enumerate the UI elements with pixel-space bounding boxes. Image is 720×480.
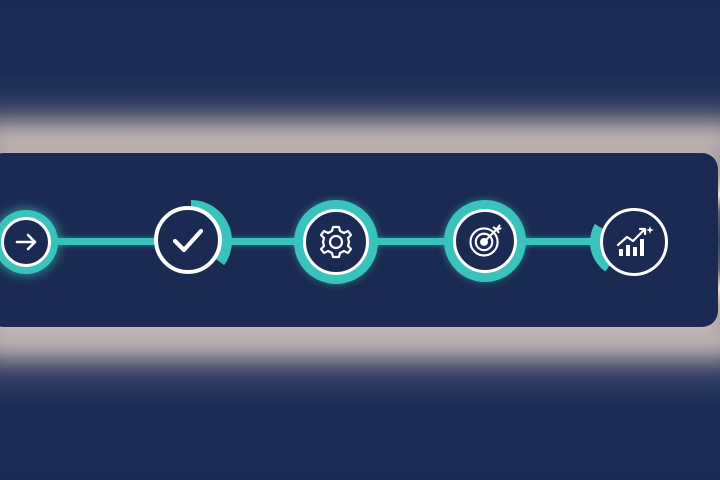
growth-chart-icon	[603, 211, 665, 273]
step-3-inner	[303, 209, 369, 275]
step-4-inner	[453, 209, 517, 273]
step-2-node[interactable]	[150, 200, 232, 282]
target-icon	[456, 212, 514, 270]
step-1-inner	[1, 217, 51, 267]
step-5-inner	[600, 208, 668, 276]
checkmark-icon	[158, 210, 218, 270]
gear-icon	[306, 212, 366, 272]
step-4-node[interactable]	[444, 200, 526, 282]
step-3-node[interactable]	[294, 200, 378, 284]
step-1-node[interactable]	[0, 210, 58, 274]
step-5-node[interactable]	[590, 206, 670, 280]
connector-2	[220, 238, 306, 245]
connector-1	[56, 238, 162, 245]
connector-4	[514, 238, 606, 245]
connector-3	[366, 238, 452, 245]
arrow-right-icon	[4, 220, 48, 264]
step-2-inner	[154, 206, 222, 274]
